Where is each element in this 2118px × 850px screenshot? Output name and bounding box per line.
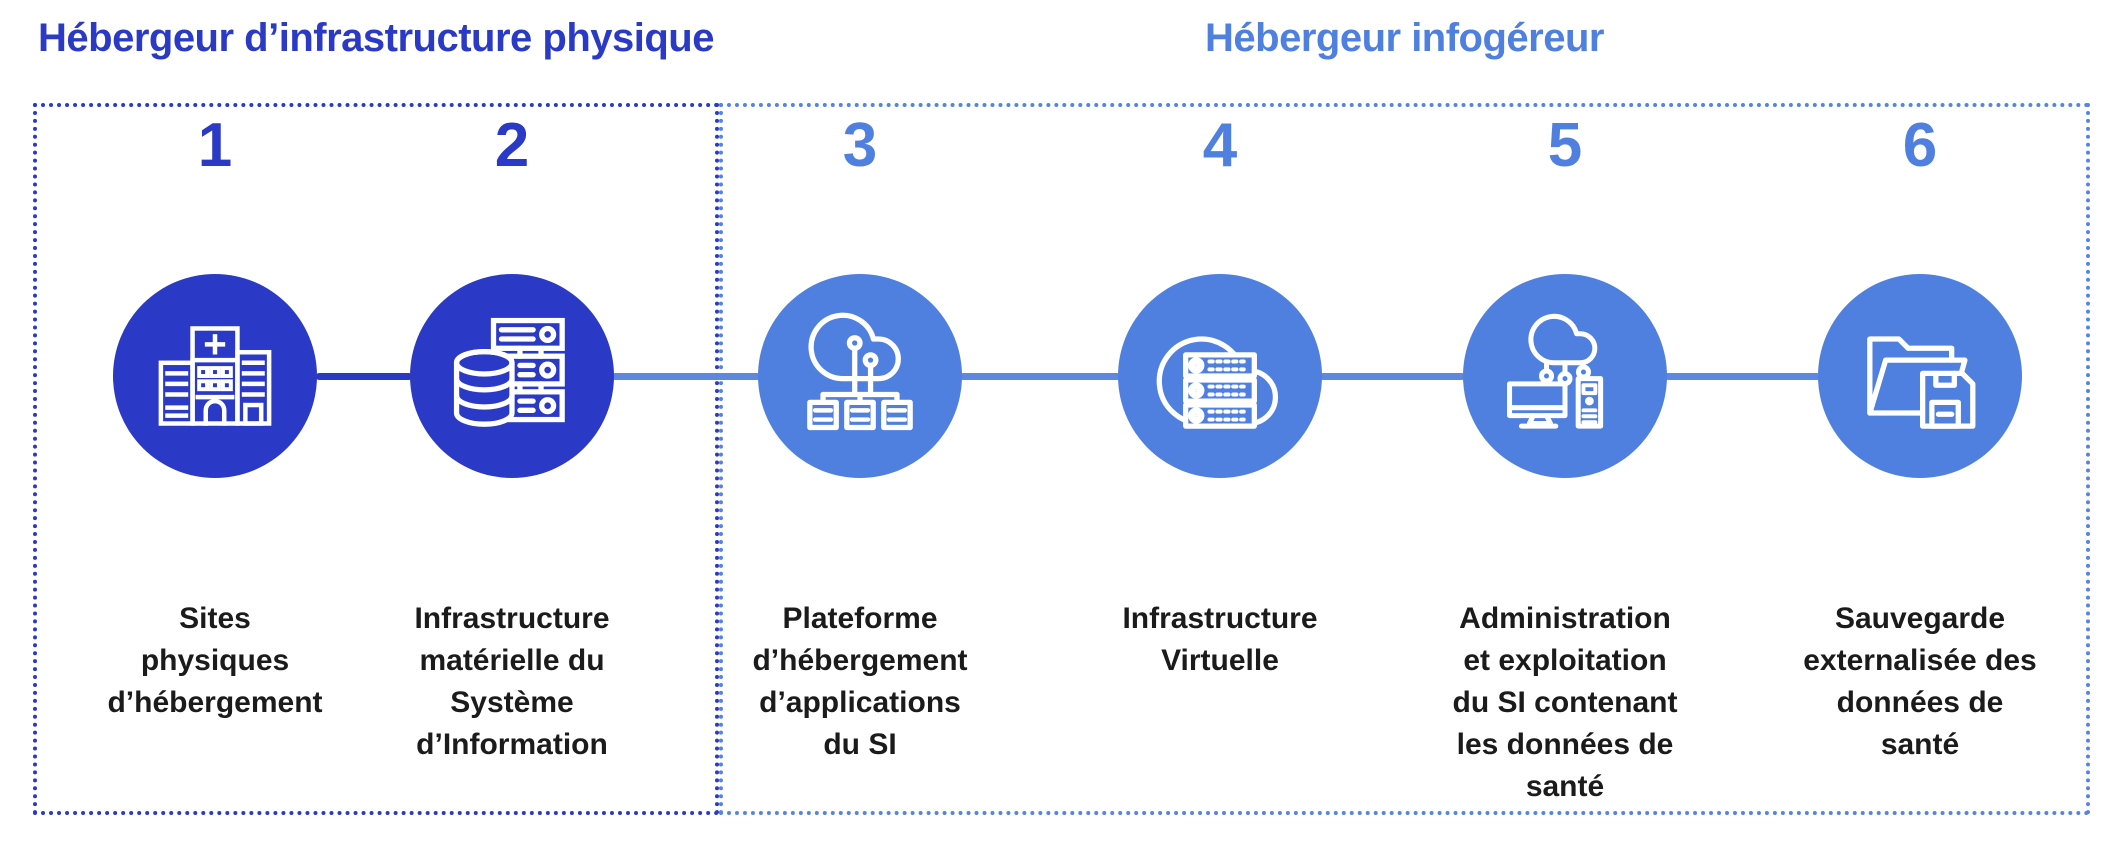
cloud-network-servers-icon [807,312,913,431]
step-icon-circle [113,274,317,478]
step-3-plateforme-hebergement: 3 [710,111,1010,812]
connector-line-1-2 [316,373,412,380]
folder-floppy-backup-icon [1867,336,1976,429]
step-label: Infrastructure matérielle du Système d’I… [414,602,610,761]
step-number: 4 [1202,111,1238,180]
step-icon-circle [410,274,614,478]
zone-title-physical-infrastructure: Hébergeur d’infrastructure physique [38,16,714,60]
step-number: 6 [1902,111,1938,180]
connector-line-2-3 [612,373,760,380]
hospital-building-icon [158,326,272,426]
step-2-infrastructure-materielle: 2 [362,111,662,812]
step-number: 5 [1547,111,1583,180]
cloud-virtual-server-icon [1156,336,1279,429]
database-server-rack-icon [453,317,565,427]
zone-title-managed-hosting: Hébergeur infogéreur [1205,16,1604,60]
connector-line-4-5 [1320,373,1465,380]
step-6-sauvegarde-externalisee: 6 Sauvegarde externalisée des données de… [1770,111,2070,812]
step-1-sites-physiques: 1 [65,111,365,812]
connector-line-3-4 [960,373,1120,380]
step-icon-circle [1818,274,2022,478]
step-label: Sauvegarde externalisée des données de s… [1803,602,2037,761]
cloud-admin-workstation-icon [1507,313,1604,429]
step-label: Plateforme d’hébergement d’applications … [752,602,968,761]
physical-infrastructure-zone [33,103,719,815]
step-5-administration-exploitation: 5 [1415,111,1715,812]
step-label: Infrastructure Virtuelle [1122,602,1318,677]
step-number: 2 [494,111,530,180]
step-label: Administration et exploitation du SI con… [1452,602,1678,803]
managed-hosting-zone [719,103,2090,815]
step-number: 1 [197,111,233,180]
step-icon-circle [1118,274,1322,478]
step-label: Sites physiques d’hébergement [107,602,323,719]
connector-line-5-6 [1665,373,1820,380]
step-4-infrastructure-virtuelle: 4 [1070,111,1370,812]
step-number: 3 [842,111,878,180]
step-icon-circle [1463,274,1667,478]
step-icon-circle [758,274,962,478]
